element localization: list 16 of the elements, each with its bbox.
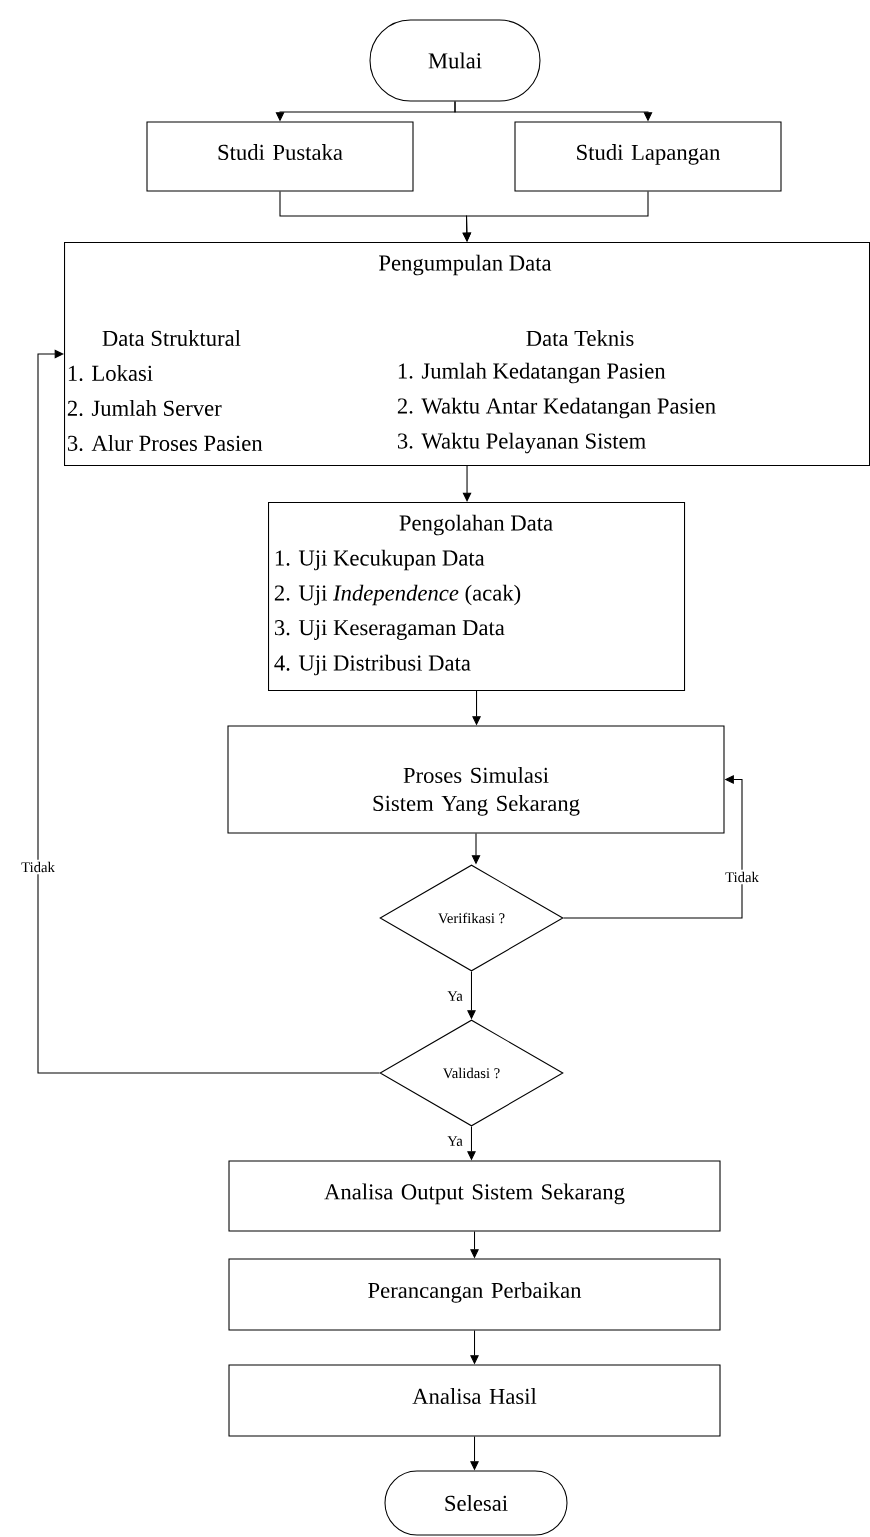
process-box: Studi Lapangan (514, 121, 782, 192)
edge-label: Ya (445, 1134, 465, 1148)
process-box: Pengolahan Data 1. Uji Kecukupan Data 2. Uji Independence (acak) 3. Uji Keseragaman Data 4. Uji Distribusi Data (268, 502, 686, 692)
arrow (563, 775, 743, 919)
arrow (37, 349, 380, 1074)
arrow (462, 465, 472, 502)
process-box: Studi Pustaka (146, 121, 414, 192)
process-box: Proses Simulasi Sistem Yang Sekarang (227, 725, 725, 834)
arrow (462, 191, 649, 242)
edge-label: Ya (445, 989, 465, 1003)
process-box: Perancangan Perbaikan (228, 1258, 721, 1331)
edge-label: Tidak (723, 869, 761, 885)
edge-label: Tidak (19, 859, 57, 875)
process-box: Pengumpulan Data Data Struktural 1. Lokasi 2. Jumlah Server 3. Alur Proses Pasien Data Teknis 1. Jumlah Kedatangan Pasien 2. Waktu Antar Kedatangan Pasien 3. Waktu Pelayanan Sistem (64, 242, 870, 467)
process-box: Analisa Hasil (228, 1364, 721, 1437)
process-box: Analisa Output Sistem Sekarang (228, 1160, 721, 1232)
